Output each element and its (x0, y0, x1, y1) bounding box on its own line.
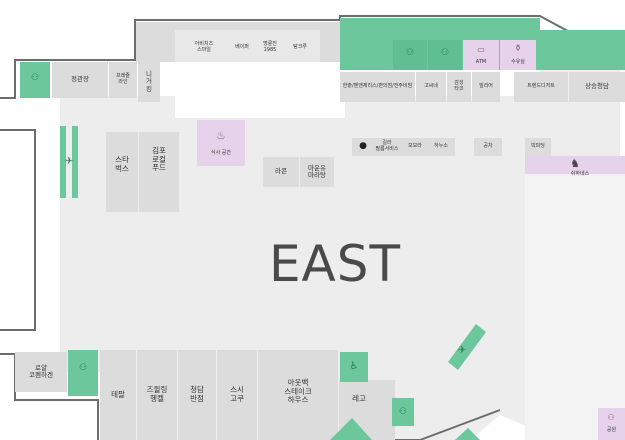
store-label-mid-1[interactable]: 라콘 (275, 167, 287, 176)
store-row-1 (340, 72, 415, 102)
store-label-mid-6[interactable]: 공차 (483, 143, 493, 150)
store-cheongdam (178, 350, 216, 440)
store-west-2 (109, 62, 137, 98)
store-label-sushi[interactable]: 스시 고쿠 (230, 385, 244, 403)
escalator-icon: ✈ (64, 155, 74, 167)
atm-icon: ▭ (477, 44, 485, 54)
store-west-3 (138, 62, 160, 102)
elevator-room-label[interactable]: 쉬하네스 (570, 171, 590, 178)
store-zwilling (137, 350, 177, 440)
store-label-outback[interactable]: 아웃백 스테이크 하우스 (284, 378, 312, 405)
store-label-west-2[interactable]: 프레즐 라인 (116, 73, 130, 85)
store-label-row-5[interactable]: 트렌드디저트 (527, 83, 555, 90)
amenity-bottom-corner (330, 418, 372, 440)
store-west-1 (52, 62, 108, 98)
restroom-icon: ⚇ (398, 407, 408, 417)
store-label-cheongdam[interactable]: 청담 반점 (190, 385, 204, 403)
restroom-icon: ⚇ (405, 48, 415, 58)
restroom-block-1 (393, 40, 427, 70)
store-mid-2 (300, 157, 334, 187)
store-label-tefal[interactable]: 테팔 (111, 389, 125, 399)
restroom-icon: ⚇ (78, 363, 88, 373)
restroom-block-2 (428, 40, 462, 70)
store-mid-1 (263, 157, 299, 187)
meal-room-label[interactable]: 식사 공간 (211, 150, 231, 157)
store-label-mid-2[interactable]: 마운유 마라탕 (308, 163, 326, 179)
store-label-mid-5[interactable]: 하누소 (434, 143, 448, 150)
restroom-icon: ⚇ (30, 73, 40, 83)
store-label-row-4[interactable]: 빌리어 (479, 83, 493, 90)
zone-label: EAST (268, 235, 402, 294)
store-label-zwilling[interactable]: 즈윌링 헹켈 (146, 385, 168, 403)
store-label-royal-copenhagen[interactable]: 로얄 코펜하겐 (29, 363, 53, 379)
store-block-top-white (175, 30, 320, 62)
location-pin-icon: ● (359, 141, 367, 151)
building-outline-bottom (0, 353, 99, 440)
nursing-room-label[interactable]: 수유실 (511, 59, 525, 66)
store-outback (258, 350, 338, 440)
restroom-icon: ⚇ (607, 412, 615, 422)
pet-icon: ♞ (570, 156, 580, 170)
store-row-3 (447, 72, 471, 102)
store-mid-gongcha (474, 138, 502, 156)
store-label-row-6[interactable]: 상승청담 (585, 82, 609, 91)
store-label-west-1[interactable]: 정관장 (71, 75, 89, 84)
restroom-right (598, 408, 625, 440)
store-tefal (100, 350, 136, 440)
store-royal-copenhagen (15, 352, 67, 392)
corridor-right (525, 170, 625, 440)
baby-bottle-icon: ⚱ (514, 44, 522, 54)
meal-icon: ♨ (216, 128, 226, 142)
building-outline-left (0, 129, 36, 331)
store-label-top-4[interactable]: 탐크루 (293, 44, 307, 51)
escalator-icon: ✈ (457, 344, 467, 356)
store-mid-bigfeeding (525, 138, 551, 156)
store-starbucks (106, 132, 138, 198)
building-outline-bottom-right (395, 409, 501, 440)
atm-label[interactable]: ATM (475, 59, 487, 66)
accessible-icon: ♿ (349, 360, 359, 372)
store-row-6 (569, 72, 625, 102)
store-label-mid-3[interactable]: 길라 필름서비스 (375, 140, 399, 152)
store-sushi (217, 350, 257, 440)
amenity-band-top-right (540, 30, 625, 70)
escalator-diagonal (448, 324, 486, 370)
building-outline-top (0, 15, 625, 99)
escalator-west-1 (60, 126, 66, 198)
store-label-lego[interactable]: 레고 (352, 393, 366, 403)
store-row-2 (416, 72, 446, 102)
restroom-icon: ⚇ (440, 48, 450, 58)
store-label-row-1[interactable]: 한솥/벤앤제리스/편의점/전주비빔 (342, 83, 413, 90)
store-west-lower (106, 198, 138, 212)
store-label-top-1[interactable]: 아비치즈 스마일 (194, 41, 214, 53)
store-label-top-2[interactable]: 베이퍼 (235, 44, 249, 51)
restroom-bottom (68, 350, 98, 396)
store-label-gimpo-food[interactable]: 김포 로컬 푸드 (152, 146, 166, 173)
elevator-room (525, 156, 625, 174)
restroom-west (20, 62, 50, 98)
store-label-row-3[interactable]: 감성 타코 (454, 80, 464, 92)
restroom-right-label[interactable]: 공원 (606, 427, 617, 434)
atm-room (463, 40, 499, 70)
escalator-west-2 (72, 126, 78, 198)
store-row-5 (514, 72, 568, 102)
restroom-bottom-2 (340, 352, 368, 382)
store-row-4 (472, 72, 500, 102)
restroom-bottom-3 (392, 398, 414, 426)
store-mid-row (352, 138, 455, 156)
store-label-row-2[interactable]: 고씨네 (424, 83, 438, 90)
amenity-bottom-corner-2 (455, 428, 480, 440)
store-label-west-3[interactable]: 니 거 킹 (146, 69, 152, 93)
store-label-starbucks[interactable]: 스타 벅스 (115, 155, 129, 173)
store-gimpo-food (139, 132, 179, 212)
meal-room (197, 120, 245, 166)
nursing-room (500, 40, 536, 70)
store-label-mid-4[interactable]: 모모라 (408, 143, 422, 150)
store-label-top-3[interactable]: 명륜진 1985 (263, 41, 277, 53)
store-label-mid-7[interactable]: 빅피딩 (531, 143, 545, 150)
